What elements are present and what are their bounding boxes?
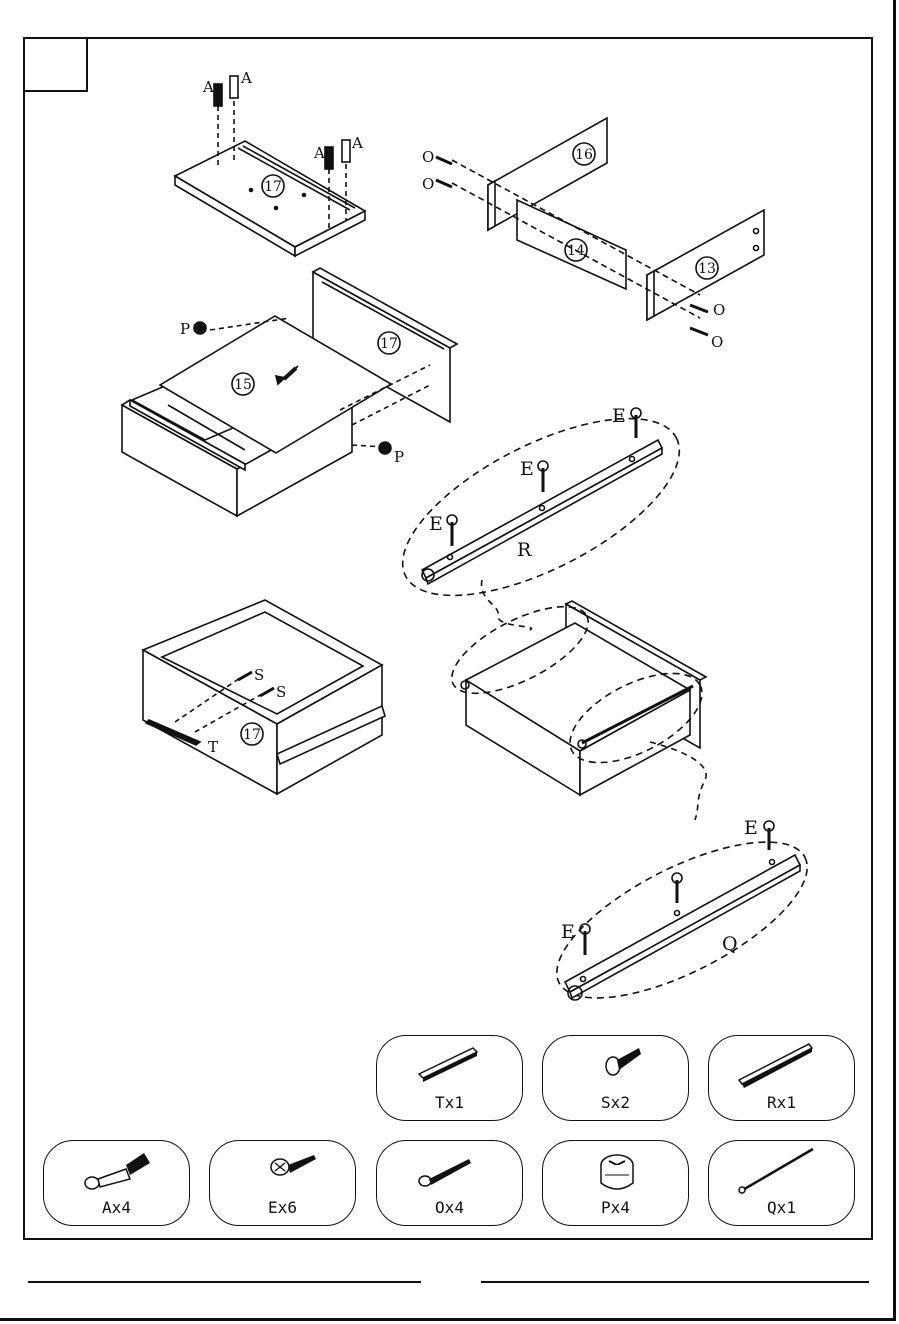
- part-caption-s: Sx2: [543, 1093, 688, 1112]
- part-card-s: Sx2: [542, 1035, 689, 1121]
- part-card-p: Px4: [542, 1140, 689, 1226]
- label-a-4: A: [351, 134, 363, 152]
- panel-14: 14: [517, 200, 626, 289]
- footer-line-right: [481, 1281, 869, 1283]
- label-o-2: O: [422, 175, 434, 193]
- panel-label-17-back: 17: [380, 336, 398, 352]
- part-card-r: Rx1: [708, 1035, 855, 1121]
- panel-13: 13: [647, 210, 764, 320]
- label-a-1: A: [202, 78, 214, 96]
- label-a-2: A: [240, 69, 252, 87]
- label-o-4: O: [711, 333, 723, 351]
- panel-label-13: 13: [698, 261, 716, 277]
- drawer-box-assembly: 17 15: [122, 268, 457, 516]
- label-o-3: O: [713, 301, 725, 319]
- panel-label-17-top: 17: [264, 179, 282, 195]
- panel-label-15: 15: [234, 377, 252, 393]
- label-p-2: P: [394, 448, 404, 466]
- label-r: R: [517, 539, 532, 561]
- part-caption-q: Qx1: [709, 1198, 854, 1217]
- label-o-1: O: [422, 148, 434, 166]
- label-e-2: E: [520, 458, 534, 480]
- label-t: T: [208, 738, 218, 756]
- panel-17-top: 17: [175, 141, 365, 256]
- part-card-q: Qx1: [708, 1140, 855, 1226]
- label-p-1: P: [180, 320, 190, 338]
- label-s-1: S: [254, 666, 264, 684]
- panel-label-17-front: 17: [243, 727, 261, 743]
- label-e-3: E: [429, 513, 443, 535]
- part-card-o: Ox4: [376, 1140, 523, 1226]
- panel-label-16: 16: [575, 147, 593, 163]
- part-caption-p: Px4: [543, 1198, 688, 1217]
- part-caption-e: Ex6: [210, 1198, 355, 1217]
- label-q: Q: [722, 933, 738, 955]
- label-a-3: A: [313, 144, 325, 162]
- part-caption-t: Tx1: [377, 1093, 522, 1112]
- part-caption-a: Ax4: [44, 1198, 189, 1217]
- label-s-2: S: [276, 683, 286, 701]
- part-card-t: Tx1: [376, 1035, 523, 1121]
- label-e-4: E: [744, 817, 758, 839]
- label-e-5: E: [561, 921, 575, 943]
- label-e-1: E: [612, 405, 626, 427]
- rail-r: [377, 383, 704, 631]
- part-card-a: Ax4: [43, 1140, 190, 1226]
- rail-q: [535, 811, 828, 1029]
- part-card-e: Ex6: [209, 1140, 356, 1226]
- carcass-assembly: [440, 589, 716, 795]
- part-caption-o: Ox4: [377, 1198, 522, 1217]
- part-caption-r: Rx1: [709, 1093, 854, 1112]
- footer-line-left: [28, 1281, 421, 1283]
- drawer-front-assembly: 17: [143, 600, 385, 794]
